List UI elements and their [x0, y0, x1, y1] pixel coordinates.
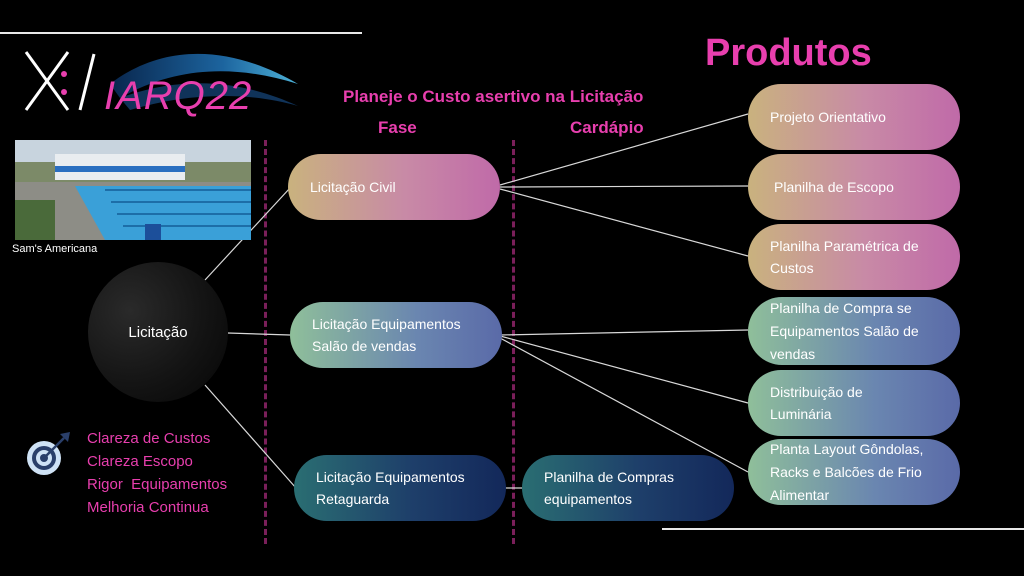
product-pill-label: Planta Layout Gôndolas, Racks e Balcões … [770, 440, 924, 503]
target-arrow-icon [24, 430, 72, 478]
goal-item: Clareza Escopo [87, 453, 193, 470]
store-photo [15, 140, 251, 240]
logo-swoosh-graphic [24, 51, 298, 111]
product-pill-label: Projeto Orientativo [770, 109, 886, 125]
goals-list: Clareza de Custos Clareza Escopo Rigor E… [87, 427, 227, 519]
phase-column-divider [264, 140, 267, 544]
product-pill: Distribuição de Luminária [748, 370, 960, 436]
subtitle: Planeje o Custo asertivo na Licitação [343, 87, 644, 106]
phase-pill-label: Licitação Equipamentos Retaguarda [316, 469, 465, 507]
column-header-phase: Fase [378, 118, 417, 137]
page-title: Produtos [705, 32, 872, 74]
menu-column-divider [512, 140, 515, 544]
phase-pill-civil: Licitação Civil [288, 154, 500, 220]
goal-item: Melhoria Continua [87, 499, 209, 516]
phase-pill-backroom: Licitação Equipamentos Retaguarda [294, 455, 506, 521]
top-divider-line [0, 32, 362, 34]
center-node: Licitação [88, 262, 228, 402]
menu-pill-label: Planilha de Compras equipamentos [544, 469, 674, 507]
product-pill: Planilha de Compra se Equipamentos Salão… [748, 297, 960, 365]
phase-pill-sales-floor: Licitação Equipamentos Salão de vendas [290, 302, 502, 368]
phase-pill-label: Licitação Civil [310, 179, 396, 195]
product-pill-label: Planilha de Compra se Equipamentos Salão… [770, 299, 919, 362]
logo-text: IARQ22 [104, 74, 253, 118]
product-pill-label: Planilha Paramétrica de Custos [770, 238, 919, 276]
phase-pill-label: Licitação Equipamentos Salão de vendas [312, 316, 461, 354]
product-pill: Projeto Orientativo [748, 84, 960, 150]
product-pill-label: Planilha de Escopo [774, 179, 894, 195]
product-pill: Planilha Paramétrica de Custos [748, 224, 960, 290]
goal-item: Rigor Equipamentos [87, 476, 228, 493]
product-pill-label: Distribuição de Luminária [770, 384, 863, 422]
product-pill: Planta Layout Gôndolas, Racks e Balcões … [748, 439, 960, 505]
center-node-label: Licitação [128, 323, 188, 341]
goal-item: Clareza de Custos [87, 430, 211, 447]
product-pill: Planilha de Escopo [748, 154, 960, 220]
logo: IARQ22 [20, 44, 300, 120]
menu-pill-purchase-sheet: Planilha de Compras equipamentos [522, 455, 734, 521]
bottom-divider-line [662, 528, 1024, 530]
column-header-menu: Cardápio [570, 118, 644, 137]
photo-caption: Sam's Americana [12, 243, 98, 255]
